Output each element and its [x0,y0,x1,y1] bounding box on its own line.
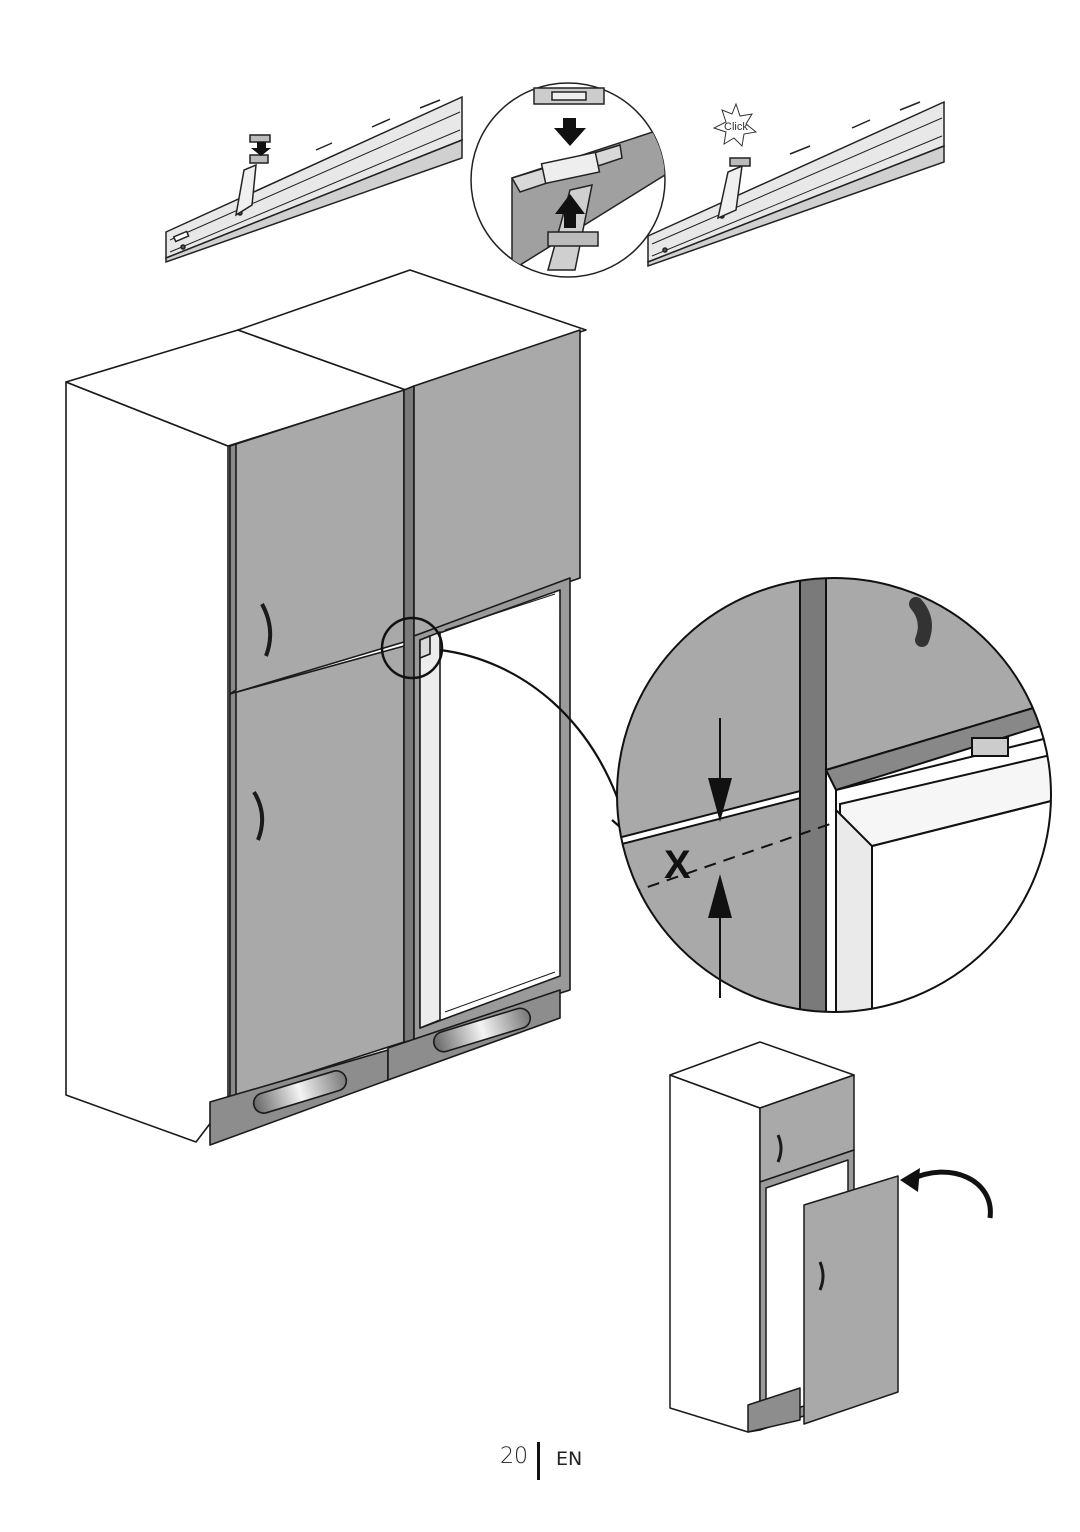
rail-step-1 [165,95,463,264]
arrow-down-icon [554,118,586,146]
arrow-up-icon [555,194,585,228]
footer-separator [537,1442,540,1480]
dimension-label-x: X [664,843,691,887]
click-starburst-icon [712,102,758,148]
page-footer: 20 EN [0,1440,1080,1480]
language-code: EN [556,1448,583,1470]
gap-detail-circle: X [616,577,1052,1013]
bracket-detail-circle [470,82,666,278]
zoom-marker-circle [380,616,444,680]
arrow-up-icon [708,874,732,918]
rotate-arrow [908,1169,993,1219]
arrow-down-icon [708,778,732,822]
page-number: 20 [500,1444,528,1469]
arrow-head-icon [900,1168,920,1192]
zoom-arrow [439,648,630,833]
cabinet-main [65,269,587,1146]
click-label: Click [724,121,748,133]
arrow-down-icon [251,142,271,156]
cabinet-small [669,1041,899,1433]
rail-step-3 [647,100,945,268]
installation-illustration: Click [65,82,1052,1433]
